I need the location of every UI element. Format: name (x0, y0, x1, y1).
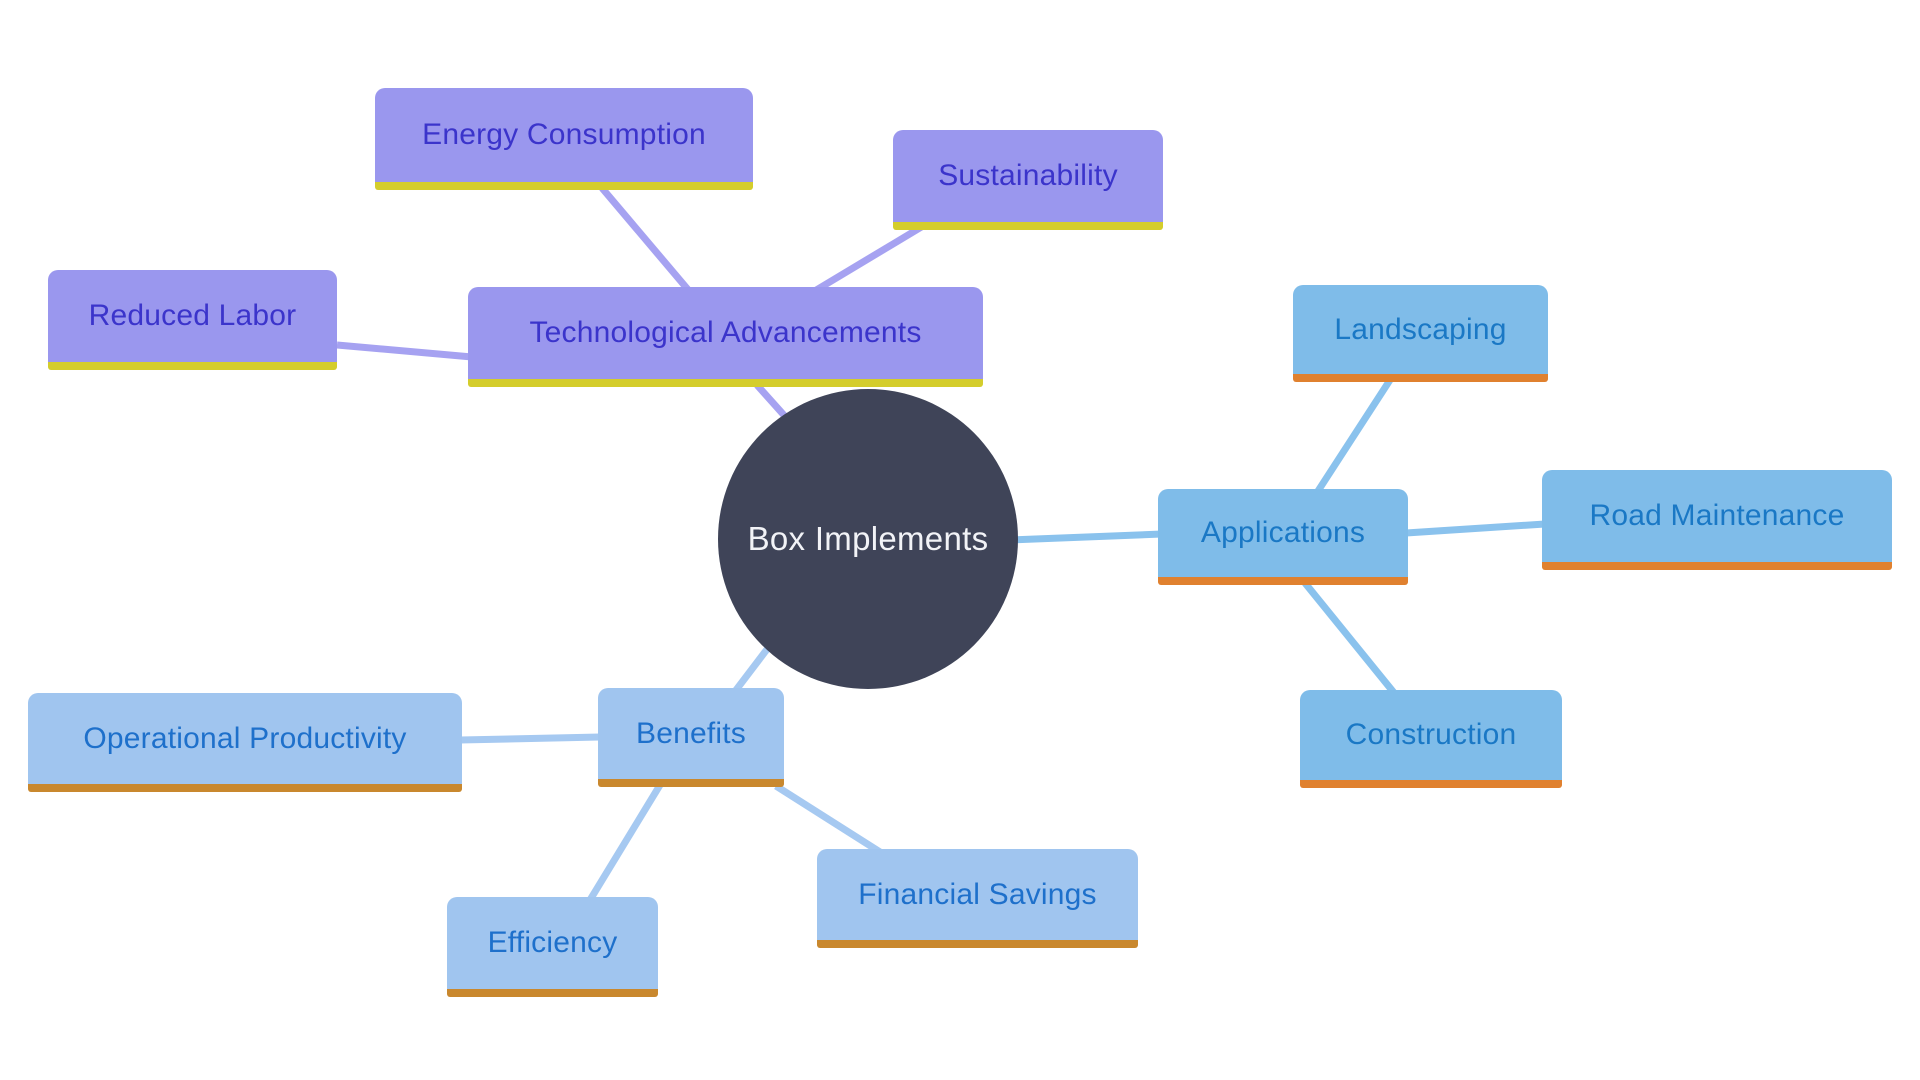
edge-center-applications (1009, 530, 1163, 544)
node-reduced-labor: Reduced Labor (48, 270, 337, 370)
node-sustainability-label: Sustainability (938, 159, 1118, 192)
node-energy-consumption-label: Energy Consumption (422, 118, 706, 151)
node-operational-productivity: Operational Productivity (28, 693, 462, 792)
node-reduced-labor-label: Reduced Labor (88, 299, 297, 332)
node-road-maintenance: Road Maintenance (1542, 470, 1892, 570)
node-applications: Applications (1158, 489, 1408, 585)
edge-benefits-financial (774, 783, 882, 855)
node-operational-productivity-label: Operational Productivity (83, 721, 407, 755)
node-energy-consumption: Energy Consumption (375, 88, 753, 190)
node-landscaping: Landscaping (1293, 285, 1548, 382)
edge-applications-road (1405, 520, 1546, 537)
node-construction: Construction (1300, 690, 1562, 788)
edge-applications-construction (1302, 580, 1398, 697)
node-benefits-label: Benefits (636, 716, 746, 750)
node-center-label: Box Implements (747, 520, 989, 557)
node-efficiency-label: Efficiency (487, 926, 618, 959)
node-financial-savings-label: Financial Savings (858, 877, 1097, 911)
edge-center-benefits (730, 645, 771, 697)
node-applications-label: Applications (1200, 516, 1366, 549)
node-technological-advancements-label: Technological Advancements (529, 316, 922, 349)
node-financial-savings: Financial Savings (817, 849, 1138, 948)
node-construction-label: Construction (1345, 718, 1517, 751)
node-landscaping-label: Landscaping (1334, 312, 1507, 346)
node-sustainability: Sustainability (893, 130, 1163, 230)
edge-applications-landscaping (1315, 378, 1393, 493)
node-center-box-implements: Box Implements (718, 389, 1018, 689)
node-benefits: Benefits (598, 688, 784, 787)
edge-benefits-operational (459, 733, 601, 744)
node-road-maintenance-label: Road Maintenance (1589, 499, 1845, 532)
edge-energy-tech (599, 185, 693, 295)
edge-sustainability-tech (811, 222, 925, 296)
edge-benefits-efficiency (587, 783, 663, 902)
edge-reducedlabor-tech (336, 341, 473, 361)
node-efficiency: Efficiency (447, 897, 658, 997)
node-technological-advancements: Technological Advancements (468, 287, 983, 387)
